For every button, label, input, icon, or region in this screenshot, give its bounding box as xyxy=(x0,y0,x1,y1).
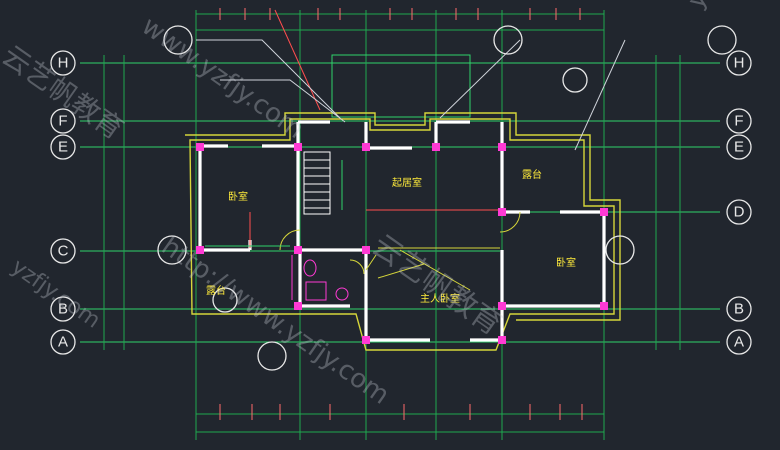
axis-label: B xyxy=(58,301,68,318)
axis-bubble[interactable] xyxy=(50,329,76,355)
outer-wall-offset xyxy=(185,112,621,321)
room-label-bedroom-right: 卧室 xyxy=(556,256,576,269)
watermark-url: http://www.yzfjy.com xyxy=(156,231,395,411)
room-label-bedroom-left: 卧室 xyxy=(228,190,248,203)
axis-label: B xyxy=(734,301,744,318)
axis-bubble[interactable] xyxy=(726,296,752,322)
interior-walls xyxy=(198,120,606,342)
axis-label: C xyxy=(58,243,69,260)
callout-circle xyxy=(562,67,588,93)
callout-circle xyxy=(257,341,287,371)
axis-bubble[interactable] xyxy=(726,134,752,160)
structural-columns xyxy=(196,143,608,344)
axis-bubble[interactable] xyxy=(50,238,76,264)
axis-label: A xyxy=(734,334,744,351)
axis-label: H xyxy=(58,55,69,72)
top-terrace-outline xyxy=(331,54,471,118)
floor-lines xyxy=(377,247,500,291)
horizontal-grid-lines xyxy=(80,62,720,343)
callout-circle xyxy=(157,235,187,265)
callout-circle xyxy=(493,25,523,55)
axis-bubble[interactable] xyxy=(726,108,752,134)
callouts xyxy=(157,25,737,371)
axis-bubbles-right: H F E D B A xyxy=(726,50,752,355)
axis-label: D xyxy=(734,204,745,221)
axis-bubble[interactable] xyxy=(726,199,752,225)
watermark-url: yzfjy.com xyxy=(7,254,105,333)
axis-label: E xyxy=(58,139,68,156)
axis-bubbles-left: H F E C B A xyxy=(50,50,76,355)
axis-bubble[interactable] xyxy=(726,50,752,76)
watermark-url: www.yzfjy.com xyxy=(136,11,309,145)
room-label-balcony-right: 露台 xyxy=(522,168,542,181)
axis-bubble[interactable] xyxy=(50,134,76,160)
bathroom-fixtures xyxy=(291,255,349,301)
axis-label: A xyxy=(58,334,68,351)
watermarks: 云艺帆教育 www.yzfjy.com http://www.yzfjy.com… xyxy=(0,0,769,411)
room-label-living-room: 起居室 xyxy=(392,176,422,189)
watermark-brand: 云艺帆教育 xyxy=(365,228,508,343)
callout-circle xyxy=(707,25,737,55)
dimension-ticks xyxy=(219,8,583,420)
axis-bubble[interactable] xyxy=(50,296,76,322)
callout-circle xyxy=(212,287,238,313)
axis-label: H xyxy=(734,55,745,72)
vertical-grid-lines xyxy=(103,10,681,440)
outer-wall xyxy=(189,118,615,351)
section-line xyxy=(274,9,321,111)
callout-circle xyxy=(163,25,193,55)
axis-bubble[interactable] xyxy=(50,108,76,134)
axis-bubble[interactable] xyxy=(726,329,752,355)
axis-label: E xyxy=(734,139,744,156)
axis-label: F xyxy=(734,113,743,130)
room-label-master-bedroom: 主人卧室 xyxy=(420,292,460,305)
axis-bubble[interactable] xyxy=(50,50,76,76)
axis-label: F xyxy=(58,113,67,130)
callout-circle xyxy=(605,235,635,265)
door-swings xyxy=(279,211,521,275)
watermark-url: yzfjy.com xyxy=(682,0,769,13)
room-label-balcony-left: 露台 xyxy=(206,284,226,297)
staircase xyxy=(303,151,343,215)
room-labels: 卧室 起居室 露台 卧室 露台 主人卧室 xyxy=(206,168,576,305)
interior-red-dims xyxy=(205,209,500,248)
